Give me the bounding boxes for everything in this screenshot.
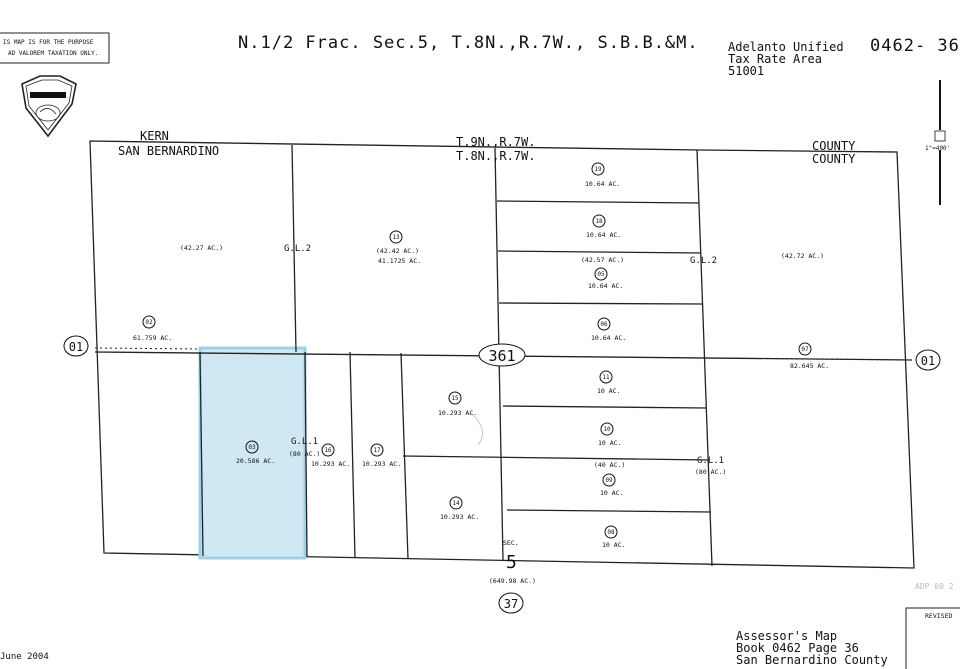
gross-acres-right-lower: (40 AC.): [594, 461, 625, 469]
parcel-id: 07: [801, 346, 809, 353]
parcel-acres: 10 AC.: [597, 387, 620, 395]
parcel-id: 17: [373, 447, 381, 454]
parcel-id: 05: [597, 271, 605, 278]
page-ref-center-label: 361: [488, 347, 515, 365]
parcel-18[interactable]: 18 10.64 AC.: [586, 214, 621, 239]
north-arrow-icon: [934, 80, 946, 205]
disclaimer-line1: IS MAP IS FOR THE PURPOSE: [3, 39, 94, 46]
parcel-id: 10: [603, 426, 611, 433]
parcel-acres: 10.293 AC.: [311, 460, 350, 468]
parcel-05[interactable]: 05 10.64 AC.: [588, 267, 623, 290]
section-number: 5: [506, 552, 517, 573]
government-lot-1-right: G.L.1: [697, 456, 724, 466]
parcel-id: 16: [324, 447, 332, 454]
county-label-top: COUNTY: [812, 139, 856, 153]
map-number: 0462- 36: [870, 36, 960, 56]
gross-acres-right-strip: (42.57 AC.): [581, 256, 624, 264]
parcel-acres: 10.64 AC.: [588, 282, 623, 290]
government-lot-1-left: G.L.1: [291, 437, 318, 447]
parcel-id: 19: [594, 166, 602, 173]
parcel-id: 13: [392, 234, 400, 241]
revised-box: REVISED: [905, 607, 960, 669]
parcel-11[interactable]: 11 10 AC.: [597, 370, 620, 395]
page-ref-right[interactable]: 01: [915, 349, 941, 371]
government-lot-2-left: G.L.2: [284, 244, 311, 254]
parcel-15[interactable]: 15 10.293 AC.: [438, 391, 477, 417]
parcel-17[interactable]: 17 10.293 AC.: [362, 443, 401, 468]
assessor-map-label: Assessor's Map: [736, 629, 837, 643]
parcel-16[interactable]: 16 10.293 AC.: [311, 443, 350, 468]
parcel-09[interactable]: 09 10 AC.: [600, 473, 623, 497]
parcel-19[interactable]: 19 10.64 AC.: [585, 162, 620, 188]
county-label-bottom: COUNTY: [812, 152, 856, 166]
government-lot-2-right: G.L.2: [690, 256, 717, 266]
gross-acres-right-top: (42.72 AC.): [781, 252, 824, 260]
parcel-08[interactable]: 08 10 AC.: [602, 525, 625, 549]
parcel-acres: 10.64 AC.: [586, 231, 621, 239]
parcel-id: 11: [602, 374, 610, 381]
gross-acres-left-bottom: (80 AC.): [289, 450, 320, 458]
san-bernardino-label: SAN BERNARDINO: [118, 144, 219, 158]
township-8n-label: T.8N.,R.7W.: [456, 149, 535, 163]
tax-rate-area-number: 51001: [728, 64, 764, 78]
gross-acreage-labels: (42.27 AC.) (42.42 AC.) (42.57 AC.) (42.…: [180, 244, 824, 585]
parcel-acres: 41.1725 AC.: [378, 257, 421, 265]
page-ref-left[interactable]: 01: [63, 335, 89, 357]
parcel-id: 18: [595, 218, 603, 225]
parcel-acres: 10.293 AC.: [362, 460, 401, 468]
page-ref-bottom[interactable]: 37: [498, 592, 524, 614]
parcel-id: 15: [451, 395, 459, 402]
parcel-acres: 10.293 AC.: [440, 513, 479, 521]
county-name-label: San Bernardino County: [736, 653, 888, 667]
parcel-acres: 10.64 AC.: [591, 334, 626, 342]
parcel-02[interactable]: 02 61.759 AC.: [133, 315, 172, 342]
parcel-acres: 10.293 AC.: [438, 409, 477, 417]
parcel-10[interactable]: 10 10 AC.: [598, 422, 621, 447]
parcel-03[interactable]: 03 20.586 AC.: [236, 440, 275, 465]
page-ref-bottom-label: 37: [504, 597, 518, 611]
parcel-06[interactable]: 06 10.64 AC.: [591, 317, 626, 342]
disclaimer-line2: AD VALOREM TAXATION ONLY.: [8, 50, 98, 57]
parcel-07[interactable]: 07 82.645 AC.: [790, 342, 829, 370]
parcel-acres: 10 AC.: [600, 489, 623, 497]
kern-label: KERN: [140, 129, 169, 143]
disclaimer-box: IS MAP IS FOR THE PURPOSE AD VALOREM TAX…: [0, 32, 110, 64]
gross-acres-left-top: (42.27 AC.): [180, 244, 223, 252]
faint-stamp: ADP 00 2: [915, 582, 954, 591]
township-9n-label: T.9N.,R.7W.: [456, 135, 535, 149]
revised-label: REVISED: [925, 612, 952, 620]
parcel-acres: 20.586 AC.: [236, 457, 275, 465]
parcel-id: 14: [452, 500, 460, 507]
parcel-acres: 10.64 AC.: [585, 180, 620, 188]
district-name: Adelanto Unified: [728, 40, 844, 54]
county-seal-icon: [21, 75, 77, 138]
map-title: N.1/2 Frac. Sec.5, T.8N.,R.7W., S.B.B.&M…: [238, 33, 699, 53]
gross-acres-mid-top: (42.42 AC.): [376, 247, 419, 255]
parcel-id: 02: [145, 319, 153, 326]
parcel-acres: 10 AC.: [602, 541, 625, 549]
page-ref-right-label: 01: [921, 354, 935, 368]
parcel-acres: 10 AC.: [598, 439, 621, 447]
parcel-id: 09: [605, 477, 613, 484]
parcel-13[interactable]: 13 41.1725 AC.: [378, 230, 421, 265]
parcel-14[interactable]: 14 10.293 AC.: [440, 496, 479, 521]
parcel-id: 03: [248, 444, 256, 451]
parcel-acres: 61.759 AC.: [133, 334, 172, 342]
gross-acres-right-bottom: (80 AC.): [695, 468, 726, 476]
book-page-label: Book 0462 Page 36: [736, 641, 859, 655]
parcel-acres: 82.645 AC.: [790, 362, 829, 370]
map-date: June 2004: [0, 652, 49, 662]
page-ref-center[interactable]: 361: [478, 343, 526, 367]
page-ref-left-label: 01: [69, 340, 83, 354]
parcel-id: 08: [607, 529, 615, 536]
parcel-id: 06: [600, 321, 608, 328]
tax-rate-area-label: Tax Rate Area: [728, 52, 822, 66]
scale-label: 1"=400': [925, 145, 950, 152]
gross-acres-total: (649.98 AC.): [489, 577, 536, 585]
section-label: SEC.: [503, 539, 519, 547]
